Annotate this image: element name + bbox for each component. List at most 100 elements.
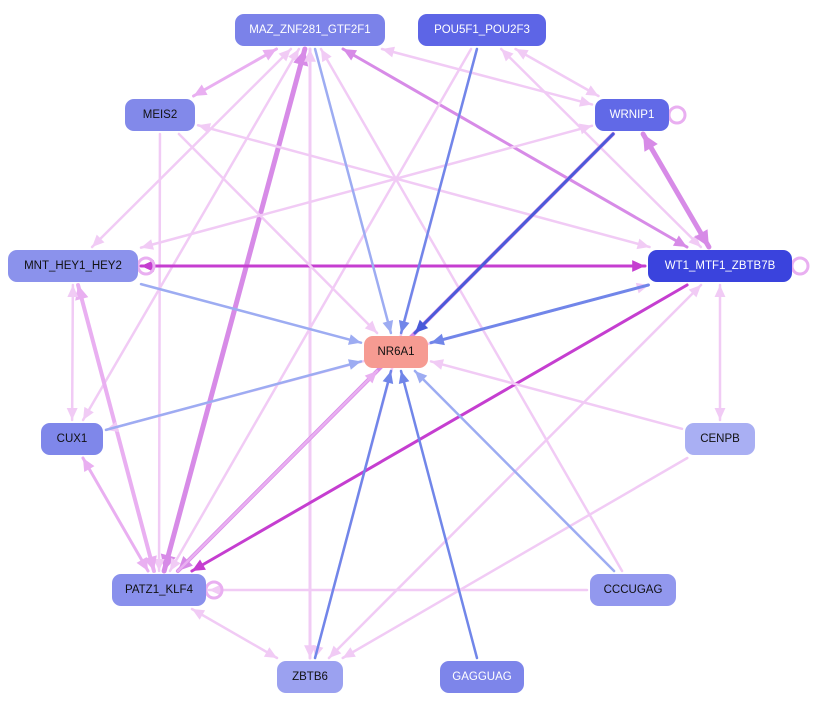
edge-maz-zbtb6[interactable] xyxy=(304,47,316,660)
edge-cux1-patz1[interactable] xyxy=(81,456,150,573)
self-loop-patz1[interactable] xyxy=(204,580,224,600)
edge-wrnip1-wt1[interactable] xyxy=(640,131,712,250)
edge-cccugag-patz1[interactable] xyxy=(207,584,589,596)
edge-wrnip1-nr6a1[interactable] xyxy=(413,132,615,335)
arrowhead xyxy=(141,239,155,250)
arrowhead xyxy=(636,238,650,250)
edge-meis2-patz1[interactable] xyxy=(153,132,165,573)
edge-pou-patz1[interactable] xyxy=(168,47,473,573)
arrowhead xyxy=(364,371,378,384)
edge-patz1-nr6a1[interactable] xyxy=(176,369,379,573)
arrowhead xyxy=(431,359,445,370)
edge-gagguag-nr6a1[interactable] xyxy=(398,369,479,660)
edge-mnt-nr6a1[interactable] xyxy=(139,282,363,345)
arrowhead xyxy=(382,320,394,333)
edge-cux1-nr6a1[interactable] xyxy=(104,359,363,432)
arrowhead xyxy=(347,359,361,370)
edge-patz1-zbtb6[interactable] xyxy=(190,607,279,660)
node-CCCUGAG[interactable]: CCCUGAG xyxy=(590,574,676,606)
arrowhead xyxy=(320,49,332,63)
edge-maz-wt1[interactable] xyxy=(341,47,689,249)
arrowhead xyxy=(92,234,105,247)
node-MAZ_ZNF281_GTF2F1[interactable]: MAZ_ZNF281_GTF2F1 xyxy=(235,14,385,46)
arrowhead xyxy=(364,320,378,333)
arrowhead xyxy=(83,406,94,420)
edge-wrnip1-mnt[interactable] xyxy=(139,123,594,250)
arrowhead xyxy=(501,49,514,62)
node-NR6A1[interactable]: NR6A1 xyxy=(364,336,428,368)
edge-cccugag-maz[interactable] xyxy=(319,47,624,573)
arrowhead xyxy=(278,49,291,62)
arrowhead xyxy=(191,609,206,620)
arrowhead xyxy=(431,333,445,346)
arrowhead xyxy=(67,285,79,298)
arrowhead xyxy=(191,559,206,571)
self-loop-wrnip1[interactable] xyxy=(667,105,687,125)
edge-maz-wrnip1[interactable] xyxy=(380,46,594,107)
arrowhead xyxy=(66,407,78,420)
arrowhead xyxy=(75,285,89,301)
edge-mnt-cux1[interactable] xyxy=(66,283,79,422)
edge-cccugag-nr6a1[interactable] xyxy=(413,369,616,573)
node-POU5F1_POU2F3[interactable]: POU5F1_POU2F3 xyxy=(418,14,546,46)
arrowhead xyxy=(579,96,592,107)
arrowhead xyxy=(714,408,726,420)
edge-pou-nr6a1[interactable] xyxy=(398,47,479,335)
arrowhead xyxy=(688,285,702,298)
arrowhead xyxy=(263,647,278,658)
edge-maz-meis2[interactable] xyxy=(192,47,278,98)
arrowhead xyxy=(515,49,529,60)
arrowhead xyxy=(198,123,212,134)
edge-meis2-nr6a1[interactable] xyxy=(177,132,379,335)
arrowhead xyxy=(262,49,277,61)
node-CUX1[interactable]: CUX1 xyxy=(41,423,103,455)
self-loop-mnt[interactable] xyxy=(136,256,156,276)
self-loop-wt1[interactable] xyxy=(790,256,810,276)
edge-meis2-wt1[interactable] xyxy=(196,123,651,250)
arrowhead xyxy=(141,260,154,272)
edge-pou-wrnip1[interactable] xyxy=(514,47,600,98)
node-WT1_MTF1_ZBTB7B[interactable]: WT1_MTF1_ZBTB7B xyxy=(648,250,792,282)
arrowhead xyxy=(382,371,394,384)
node-WRNIP1[interactable]: WRNIP1 xyxy=(595,99,669,131)
arrowhead xyxy=(160,553,176,571)
arrowhead xyxy=(643,134,658,152)
node-CENPB[interactable]: CENPB xyxy=(685,423,755,455)
arrowhead xyxy=(304,49,316,62)
node-MEIS2[interactable]: MEIS2 xyxy=(125,99,195,131)
arrowhead xyxy=(398,371,410,384)
node-MNT_HEY1_HEY2[interactable]: MNT_HEY1_HEY2 xyxy=(8,250,138,282)
edge-wt1-nr6a1[interactable] xyxy=(429,283,650,346)
edge-maz-nr6a1[interactable] xyxy=(313,47,394,335)
edge-mnt-wt1[interactable] xyxy=(139,260,647,272)
arrowhead xyxy=(414,319,429,333)
edge-cenpb-zbtb6[interactable] xyxy=(341,456,689,660)
edge-wt1-cenpb[interactable] xyxy=(714,283,726,422)
arrowhead xyxy=(632,260,645,272)
arrowhead xyxy=(585,85,599,96)
node-PATZ1_KLF4[interactable]: PATZ1_KLF4 xyxy=(112,574,206,606)
arrowhead xyxy=(193,84,208,96)
node-GAGGUAG[interactable]: GAGGUAG xyxy=(440,661,524,693)
arrowhead xyxy=(381,46,395,58)
arrowhead xyxy=(82,458,95,473)
arrowhead xyxy=(342,647,356,658)
edge-wt1-patz1[interactable] xyxy=(190,283,689,573)
arrowhead xyxy=(136,556,149,571)
arrowhead xyxy=(672,235,687,247)
arrowhead xyxy=(348,334,361,345)
arrowhead xyxy=(169,557,181,571)
arrowhead xyxy=(328,645,342,658)
arrowhead xyxy=(153,558,165,571)
arrowhead xyxy=(688,234,701,247)
arrowhead xyxy=(714,285,726,297)
edge-cenpb-nr6a1[interactable] xyxy=(429,359,684,431)
node-ZBTB6[interactable]: ZBTB6 xyxy=(277,661,343,693)
arrowhead xyxy=(694,229,709,247)
arrowhead xyxy=(398,320,410,333)
edge-zbtb6-nr6a1[interactable] xyxy=(313,369,394,660)
arrowhead xyxy=(209,584,221,596)
